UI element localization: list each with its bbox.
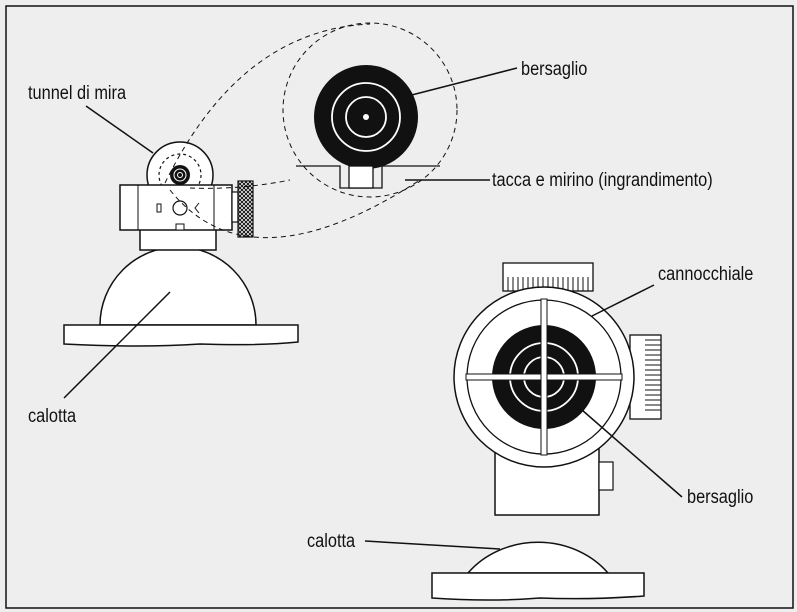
magnifier-guide-bottom — [169, 179, 421, 238]
neck-left — [139, 227, 217, 251]
magnifier-circle — [282, 22, 458, 198]
leader-lines — [63, 67, 683, 550]
knurled-knob-left — [237, 180, 254, 238]
label-calotta-left: calotta — [28, 406, 77, 427]
base-plate-right — [431, 572, 645, 601]
label-calotta-right: calotta — [307, 531, 356, 552]
magnifier-guide-mid — [189, 179, 291, 189]
tunnel-target — [170, 165, 190, 185]
label-tunnel-di-mira: tunnel di mira — [28, 83, 127, 104]
magnifier-guide-top — [164, 23, 371, 184]
scope-sight-assembly — [431, 262, 662, 601]
label-bersaglio-bottom: bersaglio — [687, 487, 754, 508]
cap-dome-right — [466, 541, 610, 574]
label-tacca-e-mirino: tacca e mirino (ingrandimento) — [492, 170, 713, 191]
magnified-target-view — [296, 65, 440, 189]
tunnel-sight-assembly — [63, 141, 299, 347]
front-sight-post — [348, 165, 374, 189]
label-bersaglio-top: bersaglio — [521, 59, 588, 80]
crosshair-vertical — [540, 298, 548, 456]
label-cannocchiale: cannocchiale — [658, 264, 754, 285]
base-plate-left — [63, 324, 299, 347]
